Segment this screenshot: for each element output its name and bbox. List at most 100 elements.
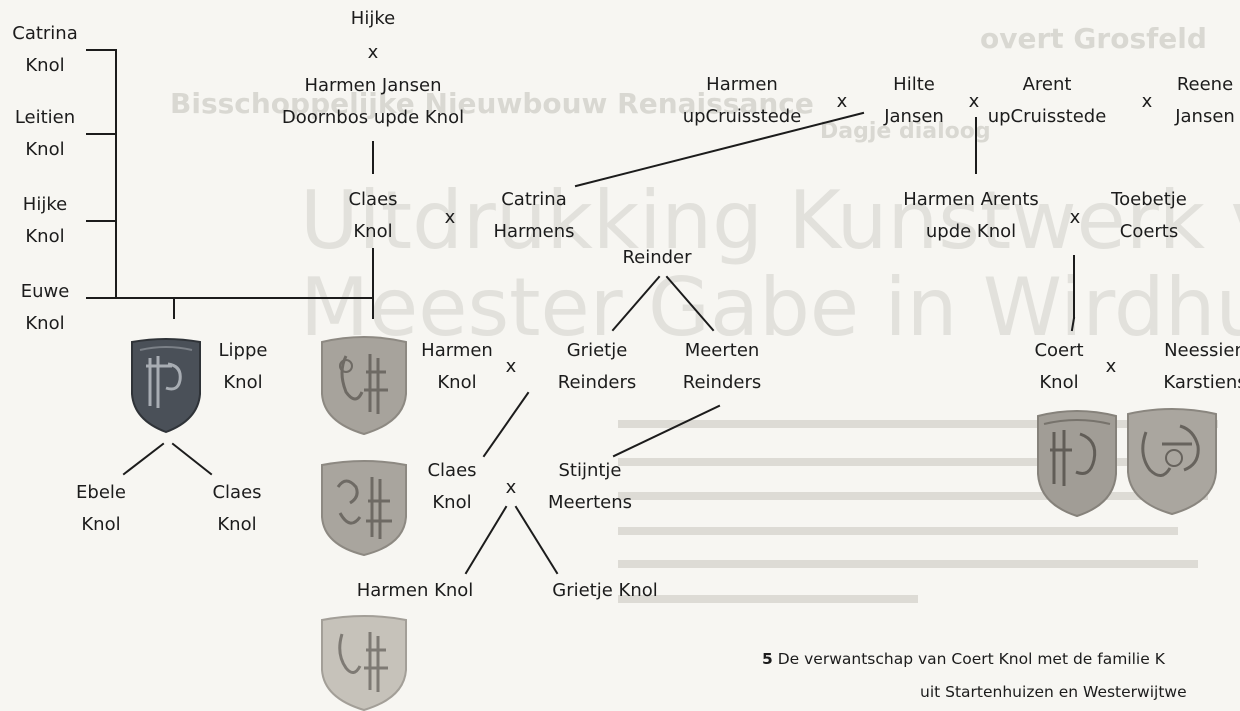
person-catrina-knol: Catrina Knol xyxy=(12,18,78,82)
person-toebetje-coerts: Toebetje Coerts xyxy=(1111,184,1187,248)
name-line: Reinders xyxy=(682,372,762,393)
person-reinder: Reinder xyxy=(622,242,691,274)
person-claes-knol-2: Claes Knol xyxy=(212,477,261,541)
name-line: Meerten xyxy=(684,340,760,361)
name-line: Reinder xyxy=(622,247,692,268)
person-ebele-knol: Ebele Knol xyxy=(76,477,126,541)
seal-harmen-knol xyxy=(321,460,407,557)
caption-line-2: uit Startenhuizen en Westerwijtwe xyxy=(920,683,1187,701)
name-line: Coerts xyxy=(1119,221,1179,242)
name-line: Karstiens xyxy=(1163,372,1240,393)
person-grietje-knol: Grietje Knol xyxy=(552,575,658,607)
name-line: Euwe xyxy=(20,281,70,302)
name-line: Jansen xyxy=(884,106,944,127)
marriage-claes-catrina: x xyxy=(444,207,456,228)
name-line: Knol xyxy=(25,139,65,160)
seal-coert-knol xyxy=(1037,410,1117,518)
person-arent-upcruisstede: Arent upCruisstede xyxy=(988,69,1107,133)
name-line: Toebetje xyxy=(1111,189,1187,210)
person-claes-knol-3: Claes Knol xyxy=(427,455,476,519)
name-line: Knol xyxy=(81,514,121,535)
name-line: Knol xyxy=(25,55,65,76)
line-meerten-to-stijntje xyxy=(612,404,721,458)
marriage-claes-stijntje: x xyxy=(505,477,517,498)
caption-number: 5 xyxy=(762,650,773,668)
person-coert-knol: Coert Knol xyxy=(1034,335,1083,399)
name-line: Claes xyxy=(427,460,477,481)
caption-text-1: De verwantschap van Coert Knol met de fa… xyxy=(777,650,1165,668)
line-coert-stem xyxy=(1070,316,1076,332)
person-hilte-jansen: Hilte Jansen xyxy=(884,69,944,133)
name-line: Jansen xyxy=(1175,106,1235,127)
name-line: upCruisstede xyxy=(682,106,802,127)
name-line: Harmens xyxy=(493,221,575,242)
marriage-harmen-hilte: x xyxy=(836,91,848,112)
line-upcruisstede-to-catrina xyxy=(574,111,865,188)
name-line: Catrina xyxy=(501,189,567,210)
name-line: Grietje xyxy=(566,340,628,361)
line-claes-stijntje-to-harmen xyxy=(464,505,508,575)
name-line: Hijke xyxy=(22,194,68,215)
person-harmen-jansen: Harmen Jansen Doornbos upde Knol xyxy=(282,70,464,134)
name-line: Knol xyxy=(25,226,65,247)
caption-line-1: 5 De verwantschap van Coert Knol met de … xyxy=(762,643,1187,676)
name-line: Claes xyxy=(348,189,398,210)
name-line: upCruisstede xyxy=(987,106,1107,127)
name-line: Reene xyxy=(1176,74,1234,95)
person-grietje-reinders: Grietje Reinders xyxy=(558,335,636,399)
name-line: Harmen xyxy=(421,340,493,361)
ghost-body-text xyxy=(618,420,1218,603)
name-line: Lippe xyxy=(218,340,268,361)
person-harmen-upcruisstede: Harmen upCruisstede xyxy=(683,69,802,133)
marriage-harmen-arents-toebetje: x xyxy=(1069,207,1081,228)
person-reene-jansen: Reene Jansen xyxy=(1175,69,1235,133)
name-line: upde Knol xyxy=(925,221,1017,242)
ghost-heading-2: Bisschoppelijke Nieuwbouw Renaissance xyxy=(170,87,814,120)
person-catrina-harmens: Catrina Harmens xyxy=(493,184,574,248)
line-lippe-to-claes xyxy=(171,442,213,476)
person-leitien-knol: Leitien Knol xyxy=(15,102,75,166)
marriage-hilte-arent: x xyxy=(968,91,980,112)
name-line: Harmen Arents xyxy=(903,189,1039,210)
person-claes-knol-1: Claes Knol xyxy=(348,184,397,248)
name-line: Harmen Jansen xyxy=(304,75,442,96)
person-harmen-knol-2: Harmen Knol xyxy=(357,575,474,607)
name-line: Knol xyxy=(432,492,472,513)
name-line: Grietje Knol xyxy=(552,580,658,601)
ghost-heading-1: overt Grosfeld xyxy=(980,22,1207,55)
name-line: Hijke xyxy=(350,8,396,29)
name-line: Knol xyxy=(25,313,65,334)
name-line: Knol xyxy=(217,514,257,535)
name-line: Claes xyxy=(212,482,262,503)
name-line: Coert xyxy=(1034,340,1084,361)
marriage-coert-neessien: x xyxy=(1105,356,1117,377)
person-harmen-arents: Harmen Arents upde Knol xyxy=(903,184,1039,248)
ghost-heading-3: Dagje dialoog xyxy=(820,119,991,144)
line-lippe-to-ebele xyxy=(122,442,165,476)
name-line: Meertens xyxy=(548,492,632,513)
name-line: Reinders xyxy=(557,372,637,393)
name-line: Harmen Knol xyxy=(356,580,474,601)
name-line: Knol xyxy=(1039,372,1079,393)
line-claes-stijntje-to-grietje xyxy=(514,505,559,575)
line-reinder-to-grietje xyxy=(611,275,661,332)
line-harmen-grietje-to-claes xyxy=(482,391,530,458)
seal-neessien-karstiens xyxy=(1127,408,1217,516)
person-hijke: Hijke xyxy=(351,3,395,35)
seal-grietje-knol xyxy=(321,615,407,711)
name-line: Knol xyxy=(223,372,263,393)
marriage-harmen-grietje: x xyxy=(505,356,517,377)
person-stijntje-meertens: Stijntje Meertens xyxy=(548,455,632,519)
name-line: Arent xyxy=(1022,74,1072,95)
marriage-arent-reene: x xyxy=(1141,91,1153,112)
person-hijke-knol: Hijke Knol xyxy=(23,189,67,253)
name-line: Neessien xyxy=(1164,340,1240,361)
ghost-title-1: Uitdrukking Kunstwerk van xyxy=(300,174,1240,267)
line-reinder-to-meerten xyxy=(665,275,715,332)
marriage-hijke-harmen: x xyxy=(367,42,379,63)
name-line: Doornbos upde Knol xyxy=(281,107,465,128)
seal-lippe-knol xyxy=(131,338,201,434)
person-euwe-knol: Euwe Knol xyxy=(21,276,70,340)
person-harmen-knol-1: Harmen Knol xyxy=(421,335,493,399)
